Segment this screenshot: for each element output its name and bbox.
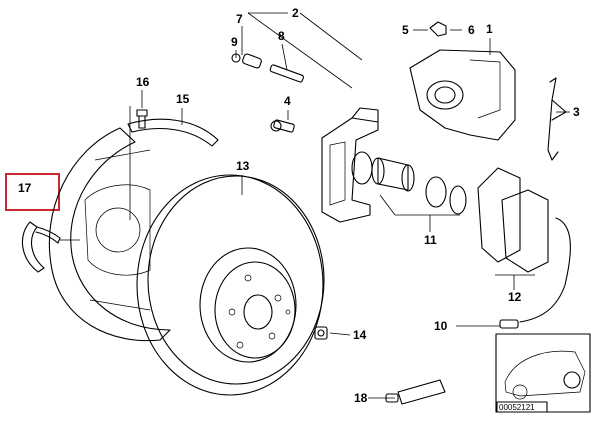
- highlight-box-17: [5, 173, 60, 211]
- callout-17: 17: [18, 181, 32, 195]
- screw-14: [314, 326, 328, 340]
- callout-13: 13: [236, 159, 250, 173]
- callout-1: 1: [486, 22, 493, 36]
- callout-8: 8: [278, 29, 285, 43]
- callout-9: 9: [231, 35, 238, 49]
- parking-brake-shoe: [21, 221, 61, 273]
- callout-3: 3: [573, 105, 580, 119]
- callout-4: 4: [284, 94, 291, 108]
- diagram-reference-number: 00052121: [499, 403, 535, 412]
- grease-tube: [385, 379, 446, 405]
- callout-12: 12: [508, 290, 522, 304]
- callout-10: 10: [434, 319, 448, 333]
- callout-16: 16: [136, 75, 150, 89]
- caliper-carrier: [321, 107, 379, 223]
- callout-11: 11: [424, 233, 437, 247]
- wear-sensor: [499, 217, 571, 329]
- dust-shield: [48, 118, 219, 342]
- callout-6: 6: [468, 23, 475, 37]
- guide-pins: [231, 53, 304, 133]
- callout-5: 5: [402, 23, 409, 37]
- bleeder-valve: [429, 21, 447, 37]
- callout-14: 14: [353, 328, 367, 342]
- brake-disc: [136, 174, 325, 396]
- brake-pads: [477, 167, 549, 273]
- callout-7: 7: [236, 12, 243, 26]
- callout-15: 15: [176, 92, 190, 106]
- piston-seals: [351, 151, 467, 215]
- callout-2: 2: [292, 6, 299, 20]
- bolt-16: [136, 109, 148, 129]
- callout-18: 18: [354, 391, 368, 405]
- car-inset: 00052121: [495, 333, 591, 413]
- leader-lines: [129, 12, 570, 399]
- brake-caliper: [409, 49, 516, 141]
- spring-clip: [547, 77, 567, 161]
